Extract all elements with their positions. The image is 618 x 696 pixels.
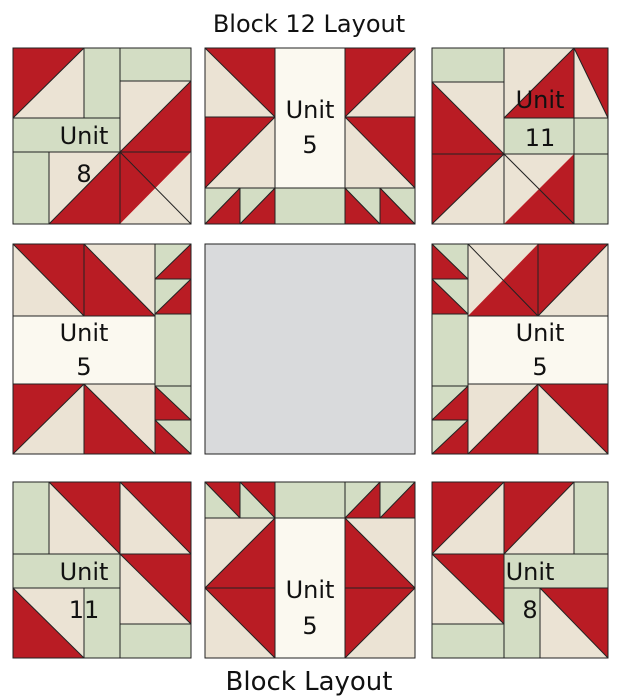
green-patch xyxy=(574,482,608,554)
diagram-title: Block 12 Layout xyxy=(213,10,405,38)
unit-number-r2c1: 5 xyxy=(76,353,91,381)
green-patch xyxy=(432,48,504,82)
unit-block-r1c2: Unit 5 xyxy=(205,48,415,224)
green-patch xyxy=(120,624,191,658)
unit-block-r3c1: Unit 11 xyxy=(13,482,191,658)
unit-block-r2c1: Unit 5 xyxy=(13,244,191,454)
green-patch xyxy=(84,48,120,118)
unit-number-r1c1: 8 xyxy=(76,160,91,188)
unit-label-r3c3: Unit xyxy=(506,558,555,586)
unit-number-r3c1: 11 xyxy=(69,596,100,624)
unit-label-r1c2: Unit xyxy=(286,96,335,124)
unit-block-r3c2: Unit 5 xyxy=(205,482,415,658)
unit-number-r1c2: 5 xyxy=(302,131,317,159)
unit-number-r1c3: 11 xyxy=(525,124,556,152)
unit-label-r2c3: Unit xyxy=(516,319,565,347)
green-patch xyxy=(155,314,191,386)
diagram-caption: Block Layout xyxy=(226,667,393,696)
unit-label-r1c3: Unit xyxy=(516,86,565,114)
unit-number-r3c2: 5 xyxy=(302,612,317,640)
green-patch xyxy=(275,482,345,518)
unit-word: Unit xyxy=(60,122,109,150)
green-patch xyxy=(120,48,191,81)
green-patch xyxy=(432,314,468,386)
unit-label-r1c1: Unit xyxy=(60,122,109,150)
unit-block-r1c3: Unit 11 xyxy=(432,48,608,224)
green-patch xyxy=(13,152,49,224)
unit-label-r3c1: Unit xyxy=(60,558,109,586)
green-patch xyxy=(432,624,504,658)
unit-label-r2c1: Unit xyxy=(60,319,109,347)
unit-number-r2c3: 5 xyxy=(532,353,547,381)
unit-block-r3c3: Unit 8 xyxy=(432,482,608,658)
green-patch xyxy=(504,118,608,154)
unit-block-r2c3: Unit 5 xyxy=(432,244,608,454)
green-patch xyxy=(13,482,49,554)
green-patch xyxy=(275,188,345,224)
green-patch xyxy=(574,154,608,224)
unit-block-r1c1: Unit 8 xyxy=(13,48,191,224)
center-square xyxy=(205,244,415,454)
unit-label-r3c2: Unit xyxy=(286,576,335,604)
unit-number-r3c3: 8 xyxy=(522,596,537,624)
